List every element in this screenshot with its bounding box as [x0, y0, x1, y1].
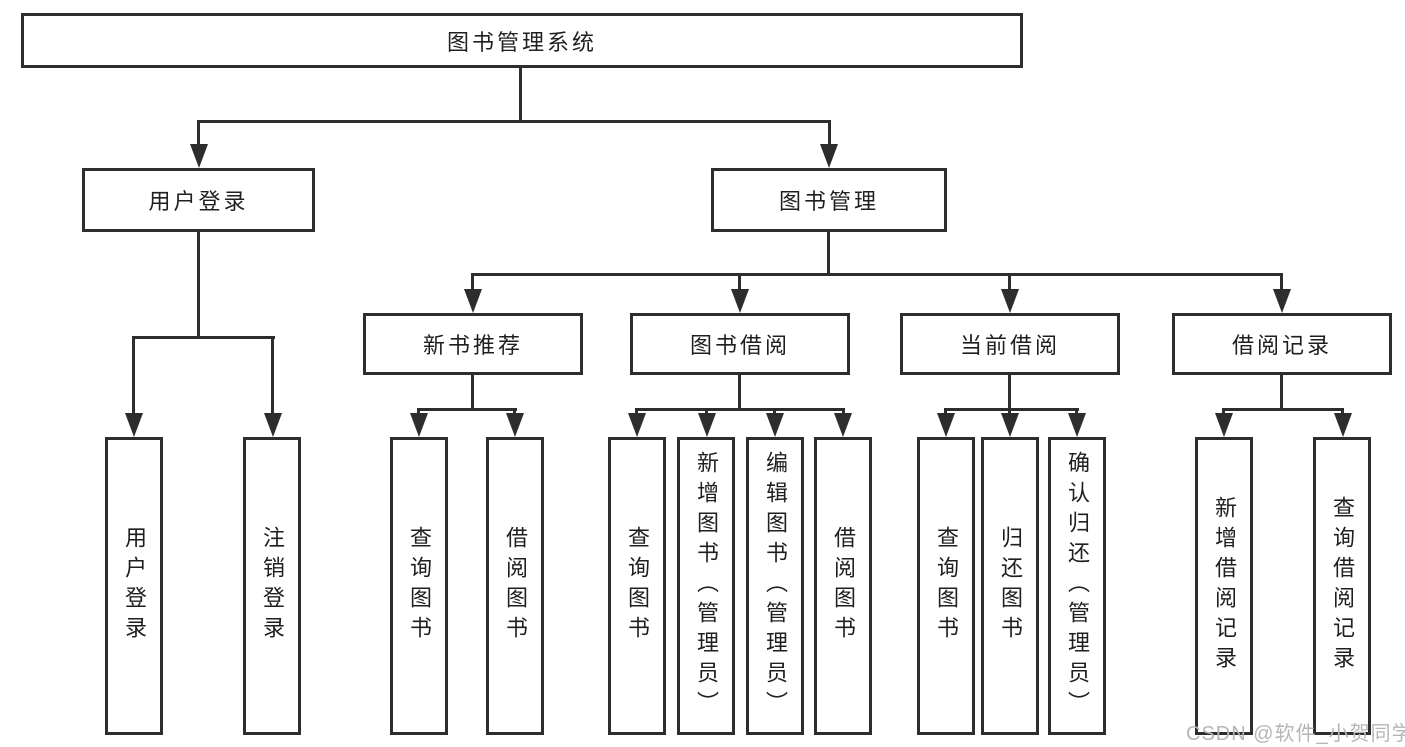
arrow-down-new-book [464, 289, 482, 313]
arrow-down-leaf-borrow-book-1 [506, 413, 524, 437]
node-user-login-label: 用户登录 [148, 189, 249, 214]
leaf-add-book-admin-label: 新增图书（管理员） [694, 451, 719, 721]
connector-stub [1341, 408, 1344, 416]
connector-stub [705, 408, 708, 416]
arrow-down-book-borrow [731, 289, 749, 313]
node-borrow-record-label: 借阅记录 [1231, 333, 1332, 358]
leaf-add-borrow-record-label: 新增借阅记录 [1212, 496, 1237, 676]
leaf-borrow-book-label: 借阅图书 [831, 526, 856, 646]
leaf-borrow-book-recommend: 借阅图书 [486, 437, 544, 735]
node-book-borrow: 图书借阅 [630, 313, 850, 375]
connector-stub [1075, 408, 1078, 416]
connector-book-borrow-drop [738, 375, 741, 411]
connector-root-drop [519, 66, 522, 122]
arrow-down-book-management [820, 144, 838, 168]
node-borrow-record: 借阅记录 [1172, 313, 1392, 375]
arrow-down-leaf-add-book [698, 413, 716, 437]
arrow-down-leaf-query-book-1 [410, 413, 428, 437]
connector-stub-leaf-logout [271, 336, 274, 416]
arrow-down-leaf-query-borrow-record [1334, 413, 1352, 437]
leaf-logout: 注销登录 [243, 437, 301, 735]
leaf-borrow-book-recommend-label: 借阅图书 [503, 526, 528, 646]
connector-current-borrow-drop [1008, 375, 1011, 411]
node-current-borrow-label: 当前借阅 [959, 333, 1060, 358]
arrow-down-current-borrow [1001, 289, 1019, 313]
connector-user-login-drop [197, 232, 200, 339]
leaf-query-book-current-label: 查询图书 [934, 526, 959, 646]
leaf-query-book-recommend-label: 查询图书 [407, 526, 432, 646]
arrow-down-user-login [190, 144, 208, 168]
leaf-edit-book-admin-label: 编辑图书（管理员） [763, 451, 788, 721]
arrow-down-leaf-add-borrow-record [1215, 413, 1233, 437]
leaf-query-borrow-record: 查询借阅记录 [1313, 437, 1371, 735]
csdn-watermark: CSDN @软件_小贺同学 [1186, 723, 1405, 745]
connector-book-management-split [471, 273, 1283, 276]
connector-stub [944, 408, 947, 416]
leaf-query-borrow-record-label: 查询借阅记录 [1330, 496, 1355, 676]
connector-stub [417, 408, 420, 416]
leaf-return-book: 归还图书 [981, 437, 1039, 735]
node-book-management: 图书管理 [711, 168, 947, 232]
connector-stub-current-borrow [1008, 273, 1011, 293]
leaf-query-book-recommend: 查询图书 [390, 437, 448, 735]
connector-new-book-drop [471, 375, 474, 411]
leaf-add-book-admin: 新增图书（管理员） [677, 437, 735, 735]
node-book-borrow-label: 图书借阅 [689, 333, 790, 358]
node-root-label: 图书管理系统 [446, 29, 597, 55]
connector-user-login-split [133, 336, 275, 339]
leaf-query-book-borrow-label: 查询图书 [625, 526, 650, 646]
node-book-management-label: 图书管理 [778, 189, 879, 214]
leaf-confirm-return-admin: 确认归还（管理员） [1048, 437, 1106, 735]
arrow-down-leaf-return-book [1001, 413, 1019, 437]
arrow-down-leaf-query-book-2 [628, 413, 646, 437]
connector-current-borrow-split [944, 408, 1079, 411]
leaf-return-book-label: 归还图书 [998, 526, 1023, 646]
leaf-user-login-label: 用户登录 [122, 526, 147, 646]
connector-stub [842, 408, 845, 416]
connector-borrow-record-split [1222, 408, 1344, 411]
arrow-down-leaf-logout [264, 413, 282, 437]
leaf-confirm-return-admin-label: 确认归还（管理员） [1065, 451, 1090, 721]
leaf-borrow-book: 借阅图书 [814, 437, 872, 735]
connector-root-split [198, 120, 831, 123]
connector-book-management-drop [827, 232, 830, 276]
connector-borrow-record-drop [1280, 375, 1283, 411]
node-user-login: 用户登录 [82, 168, 315, 232]
node-current-borrow: 当前借阅 [900, 313, 1120, 375]
connector-stub-book-management [828, 120, 831, 148]
node-new-book-recommend: 新书推荐 [363, 313, 583, 375]
arrow-down-leaf-user-login [125, 413, 143, 437]
connector-new-book-split [417, 408, 517, 411]
node-new-book-recommend-label: 新书推荐 [422, 333, 523, 358]
connector-stub-new-book [471, 273, 474, 293]
connector-stub-borrow-record [1280, 273, 1283, 293]
connector-stub [1008, 408, 1011, 416]
leaf-user-login: 用户登录 [105, 437, 163, 735]
arrow-down-leaf-query-book-3 [937, 413, 955, 437]
arrow-down-leaf-borrow-book-2 [834, 413, 852, 437]
connector-stub [513, 408, 516, 416]
leaf-edit-book-admin: 编辑图书（管理员） [746, 437, 804, 735]
connector-stub [1222, 408, 1225, 416]
leaf-logout-label: 注销登录 [260, 526, 285, 646]
connector-stub [635, 408, 638, 416]
arrow-down-borrow-record [1273, 289, 1291, 313]
arrow-down-leaf-edit-book [766, 413, 784, 437]
connector-stub-user-login [197, 120, 200, 148]
arrow-down-leaf-confirm-return [1068, 413, 1086, 437]
leaf-query-book-current: 查询图书 [917, 437, 975, 735]
connector-stub-leaf-user-login [132, 336, 135, 416]
leaf-add-borrow-record: 新增借阅记录 [1195, 437, 1253, 735]
connector-stub [773, 408, 776, 416]
node-root: 图书管理系统 [21, 13, 1023, 68]
connector-stub-book-borrow [738, 273, 741, 293]
connector-book-borrow-split [635, 408, 845, 411]
leaf-query-book-borrow: 查询图书 [608, 437, 666, 735]
